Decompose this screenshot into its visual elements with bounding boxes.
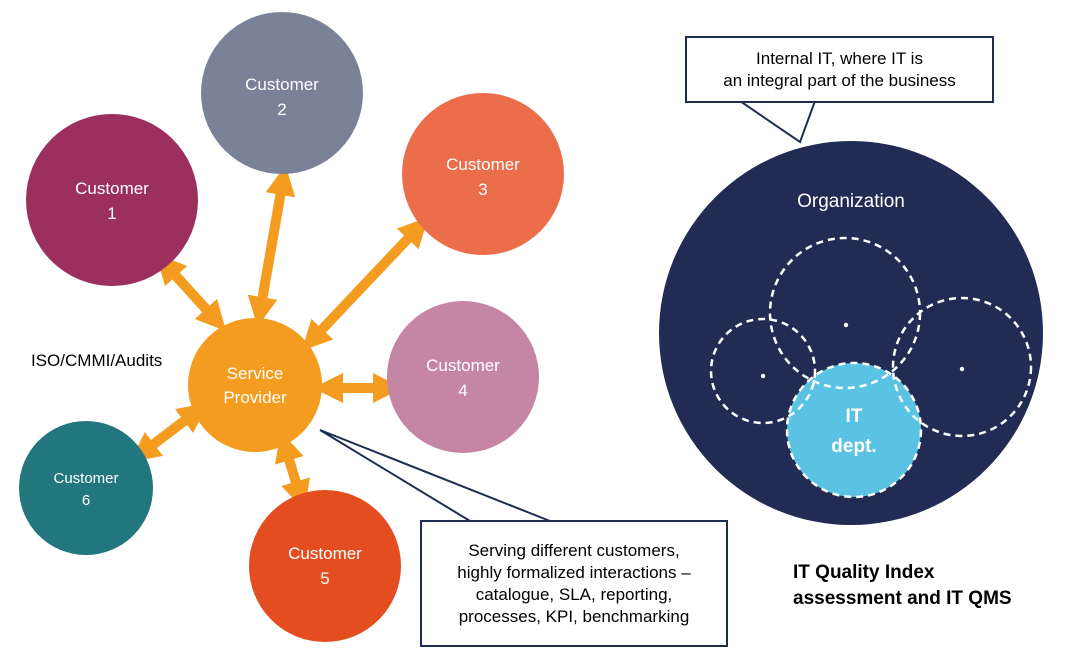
provider-callout-line-3: catalogue, SLA, reporting,	[475, 584, 673, 604]
customer-1: Customer 1	[26, 114, 198, 286]
customer-6-number: 6	[82, 492, 90, 509]
customer-2-label: Customer	[245, 75, 319, 94]
customer-6: Customer 6	[19, 421, 153, 555]
audits-label: ISO/CMMI/Audits	[31, 351, 163, 370]
qms-caption-line-2: assessment and IT QMS	[793, 588, 1012, 609]
customer-2-circle	[201, 12, 363, 174]
qms-caption: IT Quality Index assessment and IT QMS	[793, 560, 1012, 612]
customer-6-label: Customer	[53, 470, 118, 487]
it-dept-line1: IT	[846, 406, 863, 427]
organization-label: Organization	[797, 191, 905, 212]
it-dept-circle	[785, 361, 923, 499]
arrow-provider-customer5	[274, 431, 311, 511]
customer-5-number: 5	[320, 569, 329, 588]
customer-3-circle	[402, 93, 564, 255]
customer-5-label: Customer	[288, 544, 362, 563]
arrow-provider-customer6	[130, 402, 208, 463]
customer-3: Customer 3	[402, 93, 564, 255]
service-provider-line2: Provider	[223, 388, 287, 407]
service-provider-circle	[188, 318, 322, 452]
unit-circle-left	[709, 317, 817, 425]
service-provider-line1: Service	[227, 364, 284, 383]
qms-caption-line-1: IT Quality Index	[793, 562, 935, 583]
customer-4-number: 4	[458, 381, 467, 400]
customer-1-number: 1	[107, 204, 116, 223]
arrows-group	[130, 165, 429, 511]
internal-it-callout-line-2: an integral part of the business	[723, 70, 956, 90]
unit-circle-right	[891, 296, 1033, 438]
customer-4-label: Customer	[426, 356, 500, 375]
customer-2-number: 2	[277, 100, 286, 119]
internal-it-callout-pointer	[739, 100, 816, 144]
provider-callout-line-1: Serving different customers,	[468, 540, 680, 560]
arrow-provider-customer2	[247, 165, 296, 327]
customer-3-label: Customer	[446, 155, 520, 174]
customer-6-circle	[19, 421, 153, 555]
unit-dot-left	[760, 373, 766, 379]
customer-1-circle	[26, 114, 198, 286]
customer-4: Customer 4	[387, 301, 539, 453]
provider-callout-box: Serving different customers, highly form…	[420, 520, 728, 647]
internal-it-callout-line-1: Internal IT, where IT is	[756, 48, 923, 68]
customer-5: Customer 5	[249, 490, 401, 642]
customer-2: Customer 2	[201, 12, 363, 174]
service-provider: Service Provider	[188, 318, 322, 452]
customer-4-circle	[387, 301, 539, 453]
organization-circle	[659, 141, 1043, 525]
customer-3-number: 3	[478, 180, 487, 199]
it-dept-line2: dept.	[831, 436, 876, 457]
arrow-provider-customer1	[155, 253, 227, 332]
provider-callout-line-2: highly formalized interactions –	[457, 562, 691, 582]
provider-callout-line-4: processes, KPI, benchmarking	[458, 606, 690, 626]
unit-dot-right	[959, 366, 965, 372]
provider-callout-pointer	[319, 429, 551, 522]
customer-1-label: Customer	[75, 179, 149, 198]
customer-5-circle	[249, 490, 401, 642]
arrow-provider-customer3	[301, 217, 429, 351]
organization: Organization IT dept.	[659, 141, 1043, 525]
unit-dot-center	[843, 322, 849, 328]
internal-it-callout-box: Internal IT, where IT is an integral par…	[685, 36, 994, 103]
